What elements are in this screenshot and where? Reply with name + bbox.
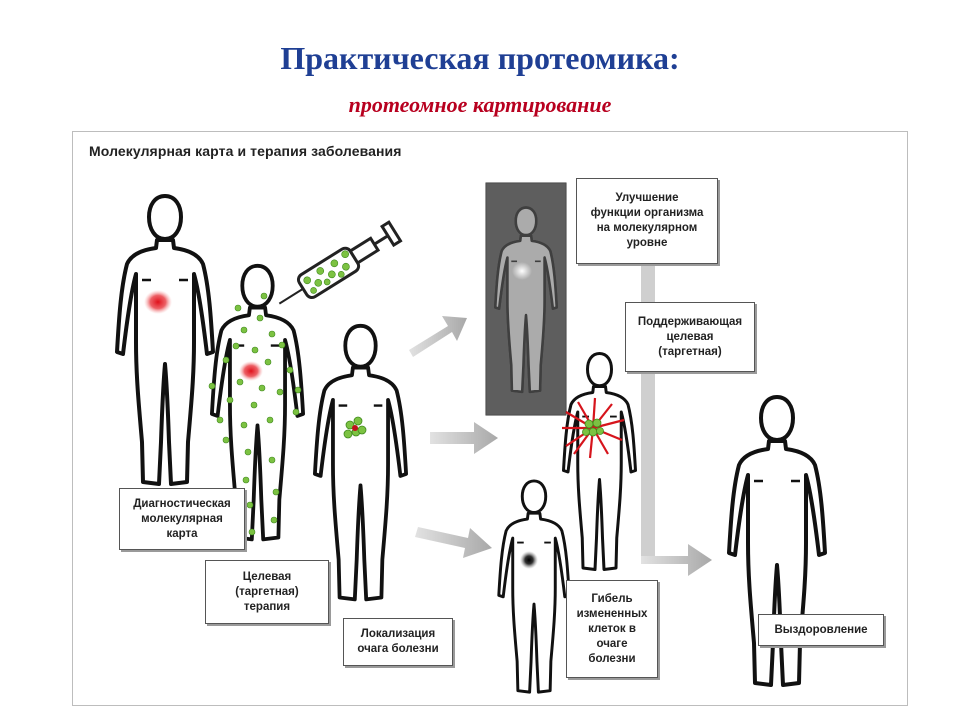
syringe-icon: [278, 220, 403, 305]
label-improvement: Улучшение функции организма на молекуляр…: [576, 178, 718, 264]
scan-bright-spot: [512, 262, 532, 280]
label-supporting-therapy: Поддерживающая целевая (таргетная): [625, 302, 755, 372]
red-spot-patient: [144, 290, 172, 314]
arrow-to-recovery: [641, 544, 712, 576]
label-recovery: Выздоровление: [758, 614, 884, 646]
label-target-therapy: Целевая (таргетная) терапия: [205, 560, 329, 624]
person-localized: [313, 323, 408, 602]
person-treated: [562, 351, 637, 572]
slide-title: Практическая протеомика:: [280, 40, 680, 76]
person-patient: [115, 194, 215, 486]
label-diagnostic-map: Диагностическая молекулярная карта: [119, 488, 245, 550]
red-core-localized: [352, 425, 358, 431]
dark-spot-cell-death: [520, 551, 538, 569]
slide-subtitle: протеомное картирование: [348, 92, 612, 117]
green-molecules: [208, 292, 302, 536]
green-cluster-treated: [582, 418, 604, 437]
red-spot-diagnosed: [239, 361, 263, 381]
arrow-to-treatment: [430, 422, 498, 454]
person-cell-death: [497, 479, 571, 694]
arrow-to-cell-death: [415, 527, 492, 558]
label-localization: Локализация очага болезни: [343, 618, 453, 666]
diagram-title: Молекулярная карта и терапия заболевания: [89, 143, 402, 159]
label-cell-death: Гибель измененных клеток в очаге болезни: [566, 580, 658, 678]
arrow-to-scan: [409, 316, 467, 357]
